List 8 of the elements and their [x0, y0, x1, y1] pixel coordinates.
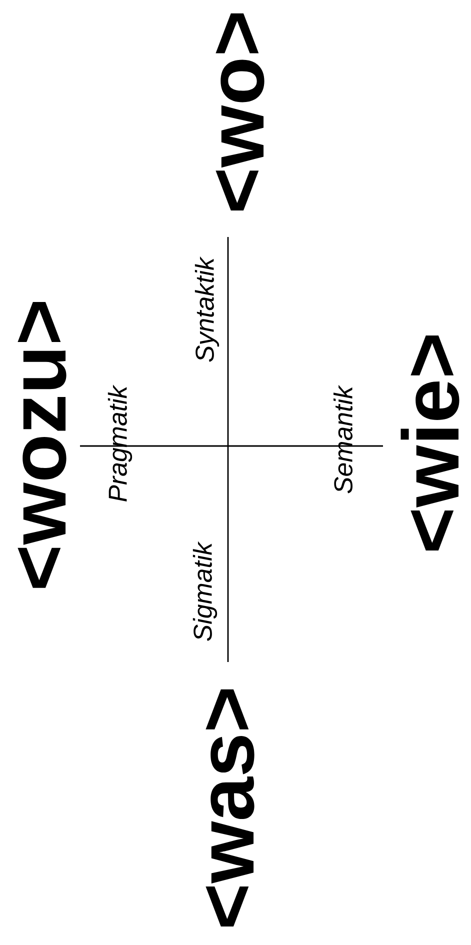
axis-label: Sigmatik [192, 541, 218, 641]
axis-label: Syntaktik [194, 256, 220, 362]
axis-label: Semantik [334, 384, 352, 494]
axis-label: Pragmatik [108, 384, 132, 502]
axis-word: <wozu> [18, 302, 66, 588]
axis-word: <was> [206, 689, 254, 927]
axis-word: <wie> [400, 335, 460, 550]
axis-word: <wo> [216, 13, 264, 211]
